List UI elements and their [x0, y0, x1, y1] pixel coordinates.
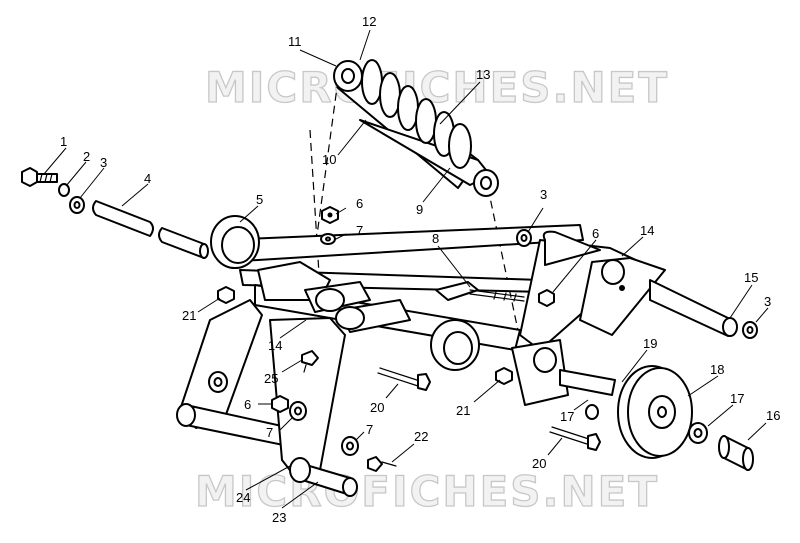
callout-7-lower: 7 — [266, 425, 273, 440]
screw-part-22 — [367, 456, 397, 472]
axle-tube-part-4 — [92, 200, 209, 259]
callout-8: 8 — [432, 231, 439, 246]
nut-part-6-right — [538, 289, 555, 307]
callout-3-left: 3 — [100, 155, 107, 170]
washer-part-7-right — [341, 436, 359, 456]
callout-19: 19 — [643, 336, 657, 351]
washer-part-7-top — [320, 233, 336, 245]
shock-eyelet-part-11 — [333, 60, 363, 92]
callout-25: 25 — [264, 371, 278, 386]
callout-14-right: 14 — [640, 223, 654, 238]
bushing-part-16 — [718, 435, 754, 471]
callout-7-top: 7 — [356, 223, 363, 238]
callout-12: 12 — [362, 14, 376, 29]
torque-arm-part-24 — [176, 299, 301, 449]
washer-part-17-right — [688, 422, 708, 444]
callout-20-left: 20 — [370, 400, 384, 415]
callout-21-left: 21 — [182, 308, 196, 323]
callout-16: 16 — [766, 408, 780, 423]
callout-18: 18 — [710, 362, 724, 377]
callout-1: 1 — [60, 134, 67, 149]
callout-13: 13 — [476, 67, 490, 82]
torque-arm-part-23 — [269, 317, 358, 497]
callout-17-left: 17 — [560, 409, 574, 424]
callout-5: 5 — [256, 192, 263, 207]
bolt-part-25 — [301, 350, 319, 373]
callout-24: 24 — [236, 490, 250, 505]
nut-part-21-left — [217, 286, 235, 304]
callout-17-right: 17 — [730, 391, 744, 406]
rear-lower-bracket — [511, 339, 616, 406]
spring-part-13 — [361, 59, 472, 169]
idler-housing-part-5 — [210, 215, 260, 269]
washer-part-3-right — [742, 321, 758, 339]
callout-3-right: 3 — [764, 294, 771, 309]
callout-23: 23 — [272, 510, 286, 525]
callout-11: 11 — [288, 34, 302, 49]
nut-part-6-lower — [271, 395, 289, 413]
callout-15: 15 — [744, 270, 758, 285]
idler-wheel-part-18 — [617, 365, 693, 459]
callout-4: 4 — [144, 171, 151, 186]
callout-22: 22 — [414, 429, 428, 444]
callout-6-lower: 6 — [244, 397, 251, 412]
washer-part-3-left — [69, 196, 85, 214]
rear-bracket-part-14 — [519, 230, 666, 351]
watermark-top: MICROFICHES.NET — [205, 63, 669, 112]
alignment-lines — [309, 79, 521, 341]
leader-lines — [43, 29, 769, 509]
callout-10: 10 — [322, 152, 336, 167]
callout-6-top: 6 — [356, 196, 363, 211]
callout-6-right: 6 — [592, 226, 599, 241]
callout-numbers: 1 2 3 4 5 6 7 8 9 10 11 12 13 14 21 3 6 … — [60, 14, 780, 525]
watermark-bottom: MICROFICHES.NET — [195, 467, 659, 516]
washer-part-2 — [58, 183, 70, 197]
bolt-part-20-right — [549, 426, 601, 451]
nut-part-6-top — [321, 206, 339, 224]
callout-9: 9 — [416, 202, 423, 217]
washer-part-7-lower — [289, 401, 307, 421]
callout-2: 2 — [83, 149, 90, 164]
bolt-part-20-left — [377, 367, 431, 391]
callout-7-right: 7 — [366, 422, 373, 437]
washer-part-17-left — [585, 404, 599, 420]
eye-bolt-part-8 — [435, 281, 525, 302]
callout-14-left: 14 — [268, 338, 282, 353]
bolt-part-1 — [21, 167, 58, 187]
callout-21-right: 21 — [456, 403, 470, 418]
pivot-housing — [430, 319, 480, 371]
axle-tube-part-15 — [649, 279, 738, 337]
callout-3-upper: 3 — [540, 187, 547, 202]
callout-20-right: 20 — [532, 456, 546, 471]
washer-part-3-upper — [516, 229, 532, 247]
